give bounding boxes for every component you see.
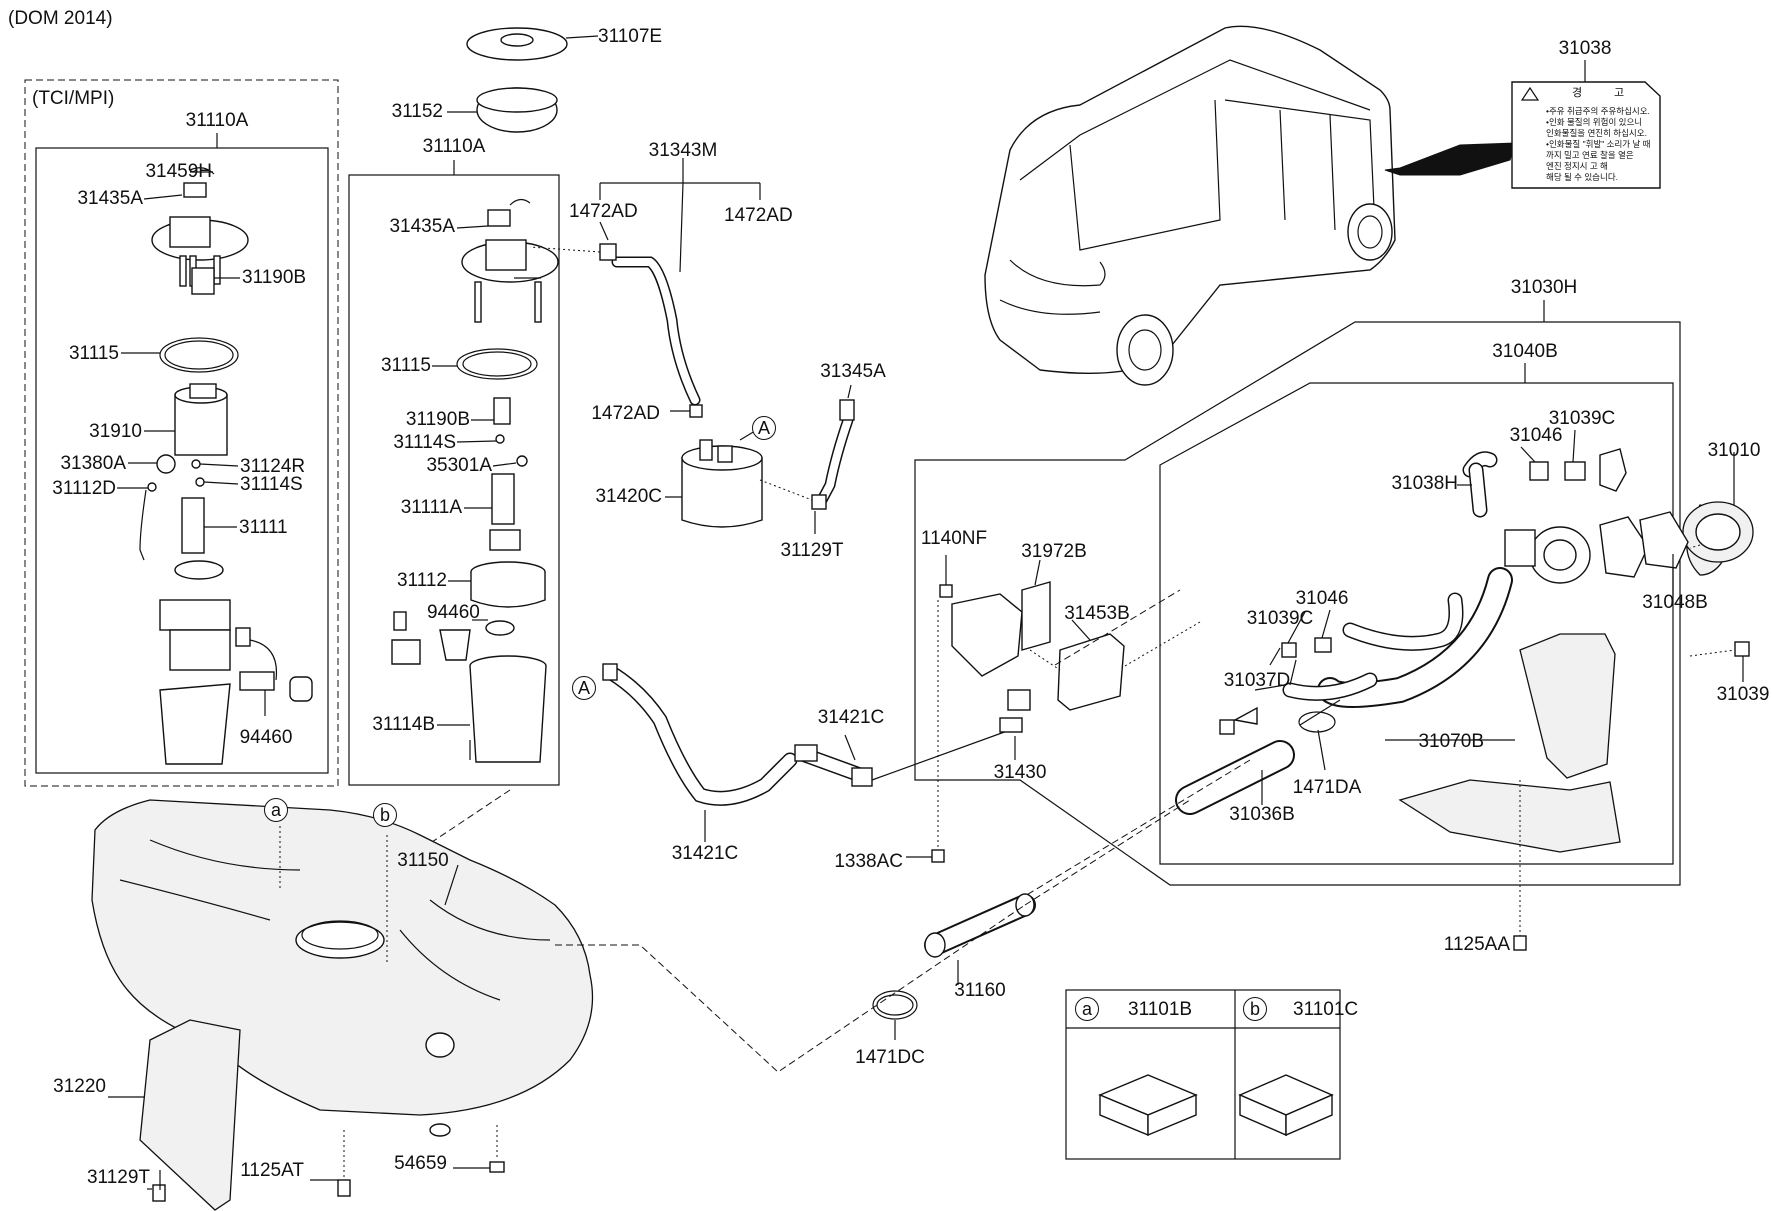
part-label-31111a: 31111A bbox=[400, 497, 462, 518]
part-label-31110a-left: 31110A bbox=[185, 110, 249, 131]
part-label-31046-upper: 31046 bbox=[1509, 425, 1563, 446]
part-label-31039c-lower: 31039C bbox=[1246, 608, 1314, 629]
callout-a-tank: a bbox=[264, 798, 288, 822]
part-label-31114s-middle: 31114S bbox=[393, 432, 456, 453]
part-label-1472ad-c: 1472AD bbox=[591, 403, 660, 424]
left-pump-parts bbox=[139, 167, 313, 765]
part-label-1472ad-a: 1472AD bbox=[569, 201, 638, 222]
pump-assembly-frame-left bbox=[35, 147, 329, 774]
part-label-31160: 31160 bbox=[954, 980, 1006, 1001]
vapor-hose-group bbox=[529, 158, 855, 534]
part-label-1140nf: 1140NF bbox=[920, 528, 988, 549]
part-label-1471dc: 1471DC bbox=[855, 1047, 925, 1068]
part-label-31421c-upper: 31421C bbox=[817, 707, 885, 728]
part-label-31380a: 31380A bbox=[60, 453, 126, 474]
bracket-filter-group bbox=[906, 555, 1201, 863]
hose-31421c-group bbox=[602, 663, 1011, 842]
part-label-31343m: 31343M bbox=[648, 140, 718, 161]
part-label-31110a-middle: 31110A bbox=[422, 136, 486, 157]
part-label-31010: 31010 bbox=[1707, 440, 1761, 461]
part-label-31115-middle: 31115 bbox=[380, 355, 431, 376]
part-label-31220: 31220 bbox=[53, 1076, 106, 1097]
part-label-94460-middle: 94460 bbox=[427, 602, 480, 623]
legend-box-icons bbox=[1098, 1074, 1334, 1137]
warning-line-2: •인화 물질의 위험이 있으니 bbox=[1546, 117, 1643, 127]
part-label-31036b: 31036B bbox=[1229, 804, 1295, 825]
filler-neck-parts bbox=[1175, 448, 1754, 951]
part-label-31129t-upper: 31129T bbox=[780, 540, 844, 561]
part-label-31112d: 31112D bbox=[52, 478, 116, 499]
part-label-31112: 31112 bbox=[396, 570, 447, 591]
tci-mpi-dashed-frame bbox=[24, 79, 339, 787]
part-label-31190b-left: 31190B bbox=[242, 267, 307, 288]
part-label-31107e: 31107E bbox=[598, 26, 663, 47]
part-label-1125at: 1125AT bbox=[240, 1160, 304, 1181]
part-label-31345a: 31345A bbox=[820, 361, 886, 382]
filler-assembly-frame-outer bbox=[914, 321, 1681, 886]
part-label-31910: 31910 bbox=[89, 421, 142, 442]
part-label-31046-lower: 31046 bbox=[1295, 588, 1349, 609]
filler-assembly-frame-inner bbox=[1159, 382, 1674, 865]
part-label-31070b: 31070B bbox=[1418, 731, 1484, 752]
callout-A-hose: A bbox=[572, 676, 596, 700]
legend-part-31101b: 31101B bbox=[1128, 999, 1193, 1020]
part-label-31435a-middle: 31435A bbox=[389, 216, 455, 237]
warning-line-3: 인화물질을 연진히 하십시오. bbox=[1546, 128, 1647, 138]
part-label-31430: 31430 bbox=[993, 762, 1047, 783]
part-label-31129t-lower: 31129T bbox=[86, 1167, 150, 1188]
middle-pump-parts bbox=[391, 27, 568, 763]
part-label-31150: 31150 bbox=[397, 850, 449, 871]
part-label-31039c-upper: 31039C bbox=[1548, 408, 1616, 429]
part-label-31114b: 31114B bbox=[372, 714, 435, 735]
legend-key-a: a bbox=[1075, 997, 1099, 1021]
part-label-31152: 31152 bbox=[391, 101, 443, 122]
part-label-31972b: 31972B bbox=[1021, 541, 1087, 562]
callout-A-canister: A bbox=[752, 416, 776, 440]
part-label-31421c-lower: 31421C bbox=[671, 843, 739, 864]
part-label-31038h: 31038H bbox=[1391, 473, 1458, 494]
part-label-1472ad-b: 1472AD bbox=[724, 205, 793, 226]
part-label-31038: 31038 bbox=[1558, 38, 1612, 59]
part-label-31111: 31111 bbox=[239, 517, 288, 538]
part-label-31039: 31039 bbox=[1716, 684, 1770, 705]
part-label-31115-left: 31115 bbox=[68, 343, 119, 364]
warning-title-left: 경 bbox=[1572, 87, 1583, 99]
part-label-94460-left: 94460 bbox=[239, 727, 293, 748]
part-label-54659: 54659 bbox=[394, 1153, 447, 1174]
callout-b-tank: b bbox=[373, 803, 397, 827]
warning-line-7: 해당 될 수 있습니다. bbox=[1546, 172, 1619, 182]
warning-line-4: •인화물질 "휘발" 소리가 날 때 bbox=[1546, 139, 1651, 149]
part-label-1125aa: 1125AA bbox=[1443, 934, 1510, 955]
part-label-31459h: 31459H bbox=[145, 161, 212, 182]
fuel-tank bbox=[91, 799, 594, 1211]
part-label-31048b: 31048B bbox=[1642, 592, 1708, 613]
part-label-31420c: 31420C bbox=[595, 486, 662, 507]
part-label-31030h: 31030H bbox=[1510, 277, 1578, 298]
part-label-31114s-left: 31114S bbox=[240, 474, 303, 495]
pipe-and-clamp bbox=[555, 799, 1191, 1073]
part-label-1471da: 1471DA bbox=[1292, 777, 1362, 798]
legend-table bbox=[1065, 989, 1341, 1160]
part-label-31435a-left: 31435A bbox=[77, 188, 143, 209]
warning-line-6: 엔진 정지시 고 해 bbox=[1546, 161, 1608, 171]
warning-label-sticker bbox=[1511, 81, 1661, 189]
legend-key-b: b bbox=[1243, 997, 1267, 1021]
model-year-note: (DOM 2014) bbox=[8, 8, 113, 29]
part-label-1338ac: 1338AC bbox=[834, 851, 903, 872]
part-label-31453b: 31453B bbox=[1064, 603, 1130, 624]
part-label-31037d: 31037D bbox=[1223, 670, 1291, 691]
part-label-31190b-middle: 31190B bbox=[405, 409, 470, 430]
engine-variant-note: (TCI/MPI) bbox=[32, 88, 115, 109]
legend-part-31101c: 31101C bbox=[1293, 999, 1359, 1020]
part-label-31040b: 31040B bbox=[1492, 341, 1558, 362]
part-label-35301a: 35301A bbox=[426, 455, 492, 476]
part-label-31124r: 31124R bbox=[240, 456, 306, 477]
warning-title-right: 고 bbox=[1614, 87, 1625, 99]
car-illustration bbox=[984, 25, 1516, 386]
warning-line-5: 까지 밀고 연료 찰을 열은 bbox=[1546, 150, 1634, 160]
warning-line-1: •주유 취급주의 주유하십시오. bbox=[1546, 106, 1650, 116]
